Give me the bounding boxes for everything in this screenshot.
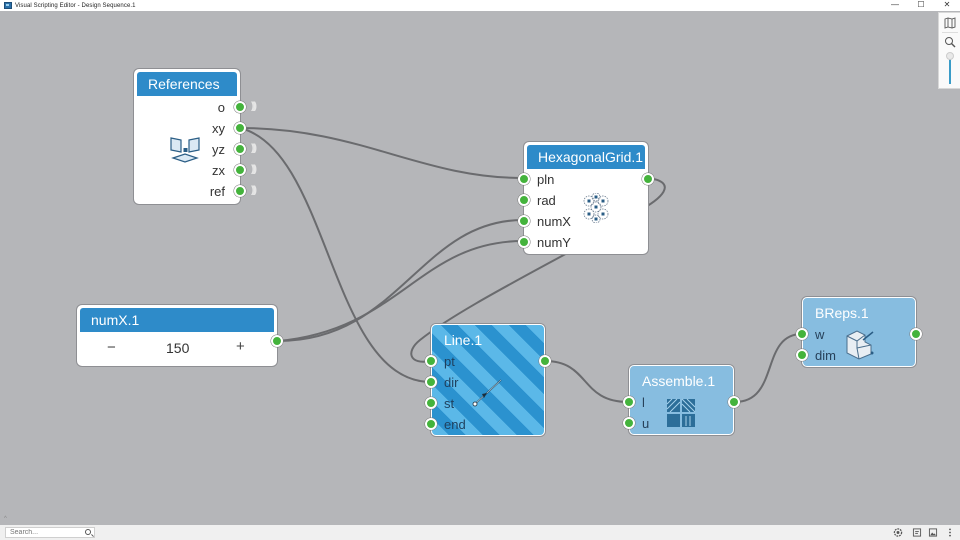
input-port-pln[interactable]	[518, 173, 530, 185]
output-port-ref[interactable]	[234, 185, 246, 197]
port-label-end: end	[444, 417, 466, 432]
assemble-node[interactable]: Assemble.1 l u	[623, 365, 740, 435]
input-port-end[interactable]	[425, 418, 437, 430]
input-port-st[interactable]	[425, 397, 437, 409]
port-label-dir: dir	[444, 375, 459, 390]
input-port-dim[interactable]	[796, 349, 808, 361]
assemble-icon	[666, 398, 696, 427]
search-input[interactable]	[5, 527, 95, 538]
navigation-panel	[938, 12, 960, 89]
status-bar	[0, 525, 960, 540]
map-icon[interactable]	[944, 17, 956, 29]
port-label-yz: yz	[212, 142, 225, 157]
node-title: BReps.1	[815, 305, 869, 321]
hexagonal-grid-node[interactable]: HexagonalGrid.1 pln rad numX numY	[518, 142, 654, 254]
input-port-numx[interactable]	[518, 215, 530, 227]
zoom-icon[interactable]	[944, 36, 956, 48]
input-port-u[interactable]	[623, 417, 635, 429]
output-port-xy[interactable]	[234, 122, 246, 134]
window-title: Visual Scripting Editor - Design Sequenc…	[15, 2, 136, 9]
port-label-o: o	[217, 100, 225, 115]
window-controls: — ☐ ✕	[882, 0, 960, 11]
output-port[interactable]	[539, 355, 551, 367]
maximize-button[interactable]: ☐	[917, 0, 925, 9]
node-title: Line.1	[444, 332, 483, 348]
decrement-button[interactable]: −	[107, 339, 116, 356]
input-port-l[interactable]	[623, 396, 635, 408]
line-node[interactable]: Line.1 pt dir st end	[425, 324, 551, 436]
port-label-pln: pln	[537, 172, 555, 187]
input-port-rad[interactable]	[518, 194, 530, 206]
output-port-zx[interactable]	[234, 164, 246, 176]
divider	[942, 32, 958, 33]
port-label-st: st	[444, 396, 455, 411]
input-port-pt[interactable]	[425, 355, 437, 367]
port-label-numx: numX	[537, 214, 571, 229]
output-port-o[interactable]	[234, 101, 246, 113]
brep-solid-icon	[846, 330, 874, 360]
app-icon	[4, 2, 12, 9]
close-button[interactable]: ✕	[943, 0, 951, 9]
port-label-ref: ref	[209, 184, 225, 199]
number-value[interactable]: 150	[166, 340, 190, 356]
minimize-button[interactable]: —	[891, 0, 899, 9]
port-label-dim: dim	[815, 348, 836, 363]
hexagonal-grid-icon	[583, 193, 609, 223]
output-port[interactable]	[642, 173, 654, 185]
port-label-rad: rad	[537, 193, 556, 208]
port-label-l: l	[642, 395, 645, 410]
search-icon[interactable]	[85, 529, 91, 535]
output-port[interactable]	[728, 396, 740, 408]
output-port[interactable]	[271, 335, 283, 347]
port-label-xy: xy	[212, 121, 225, 136]
references-node[interactable]: References o xy yz zx ref	[134, 69, 246, 204]
broadcast-icon: )))	[251, 185, 257, 196]
node-title: References	[137, 72, 237, 96]
input-port-dir[interactable]	[425, 376, 437, 388]
document-icon[interactable]	[912, 528, 922, 537]
port-label-pt: pt	[444, 354, 455, 369]
output-port[interactable]	[910, 328, 922, 340]
planes-icon	[170, 137, 200, 163]
port-label-numy: numY	[537, 235, 571, 250]
broadcast-icon: )))	[251, 143, 257, 154]
port-label-u: u	[642, 416, 650, 431]
input-port-numy[interactable]	[518, 236, 530, 248]
input-port-w[interactable]	[796, 328, 808, 340]
node-title: HexagonalGrid.1	[527, 145, 645, 169]
numx-node[interactable]: numX.1 − 150 +	[77, 305, 283, 366]
line-icon	[472, 379, 502, 407]
broadcast-icon: )))	[251, 164, 257, 175]
zoom-slider-handle[interactable]	[946, 52, 954, 60]
output-port-yz[interactable]	[234, 143, 246, 155]
settings-icon[interactable]	[893, 528, 903, 537]
port-label-zx: zx	[212, 163, 225, 178]
breps-node[interactable]: BReps.1 w dim	[796, 297, 922, 367]
image-icon[interactable]	[928, 528, 938, 537]
port-label-w: w	[815, 327, 825, 342]
title-bar: Visual Scripting Editor - Design Sequenc…	[0, 0, 960, 11]
expand-caret-icon[interactable]: ^	[4, 516, 7, 522]
node-title: Assemble.1	[642, 373, 716, 389]
node-title: numX.1	[80, 308, 274, 332]
more-icon[interactable]	[945, 528, 955, 537]
increment-button[interactable]: +	[236, 338, 245, 355]
zoom-slider-track[interactable]	[949, 56, 951, 84]
broadcast-icon: )))	[251, 101, 257, 112]
